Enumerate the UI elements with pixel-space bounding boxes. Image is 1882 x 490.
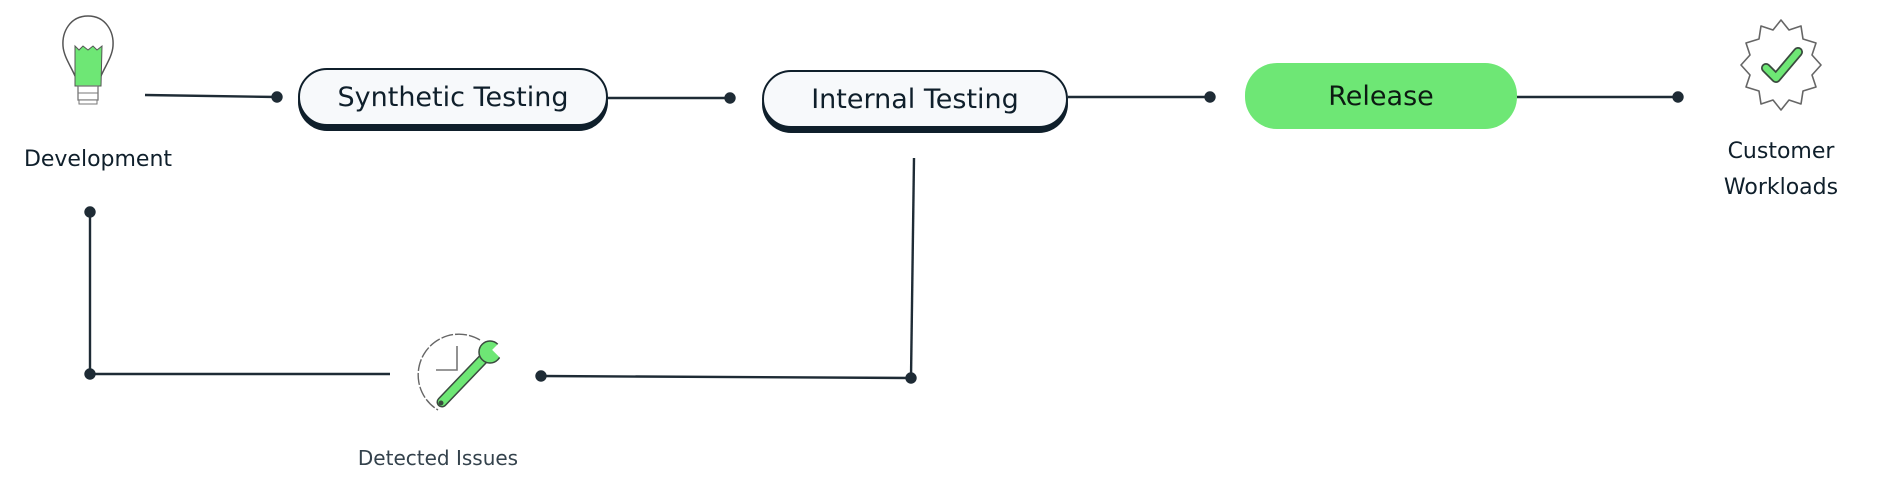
customer-workloads-line2: Workloads — [1723, 175, 1839, 200]
edge-dot — [271, 91, 283, 103]
release-node[interactable]: Release — [1245, 63, 1517, 129]
synthetic-testing-node[interactable]: Synthetic Testing — [298, 68, 608, 126]
clock-wrench-icon — [417, 333, 507, 411]
customer-workloads-line1: Customer — [1727, 139, 1835, 164]
customer-workloads-label: Customer Workloads — [1701, 134, 1861, 206]
detected-issues-label: Detected Issues — [357, 446, 519, 470]
lightbulb-icon — [62, 15, 114, 105]
edge-to-detected — [540, 374, 912, 380]
edge-dot — [1204, 91, 1216, 103]
edge-dot — [535, 370, 547, 382]
development-label: Development — [23, 147, 173, 172]
internal-testing-node[interactable]: Internal Testing — [762, 70, 1068, 128]
edge-dot — [724, 92, 736, 104]
edge-internal-down — [909, 157, 916, 379]
edge-dot — [84, 206, 96, 218]
edge-development-synthetic — [144, 93, 278, 99]
gear-check-icon — [1740, 19, 1822, 111]
edge-dot — [1672, 91, 1684, 103]
